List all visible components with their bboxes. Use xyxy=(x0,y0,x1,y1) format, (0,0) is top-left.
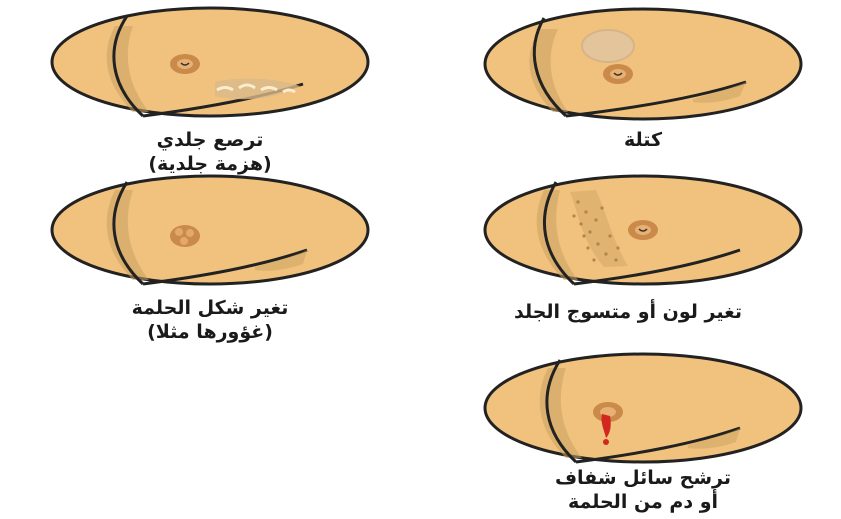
caption-line: ترشح سائل شفاف xyxy=(498,466,788,490)
caption-discharge: ترشح سائل شفاف أو دم من الحلمة xyxy=(498,466,788,514)
caption-skin-color: تغير لون أو متسوج الجلد xyxy=(438,300,818,324)
caption-lump: كتلة xyxy=(553,128,733,152)
caption-dimpling: ترصع جلدي (هزمة جلدية) xyxy=(90,128,330,176)
caption-line: تغير شكل الحلمة xyxy=(75,296,345,320)
skin-color-change-icon xyxy=(478,172,808,290)
caption-line: تغير لون أو متسوج الجلد xyxy=(438,300,818,324)
skin-dimpling-icon xyxy=(45,4,375,122)
caption-line: ترصع جلدي xyxy=(90,128,330,152)
nipple-shape-change-icon xyxy=(45,172,375,290)
caption-nipple-shape: تغير شكل الحلمة (غؤورها مثلا) xyxy=(75,296,345,344)
breast-lump-icon xyxy=(478,4,808,124)
caption-line: (غؤورها مثلا) xyxy=(75,320,345,344)
caption-line: كتلة xyxy=(553,128,733,152)
caption-line: أو دم من الحلمة xyxy=(498,490,788,514)
nipple-discharge-icon xyxy=(478,350,808,468)
